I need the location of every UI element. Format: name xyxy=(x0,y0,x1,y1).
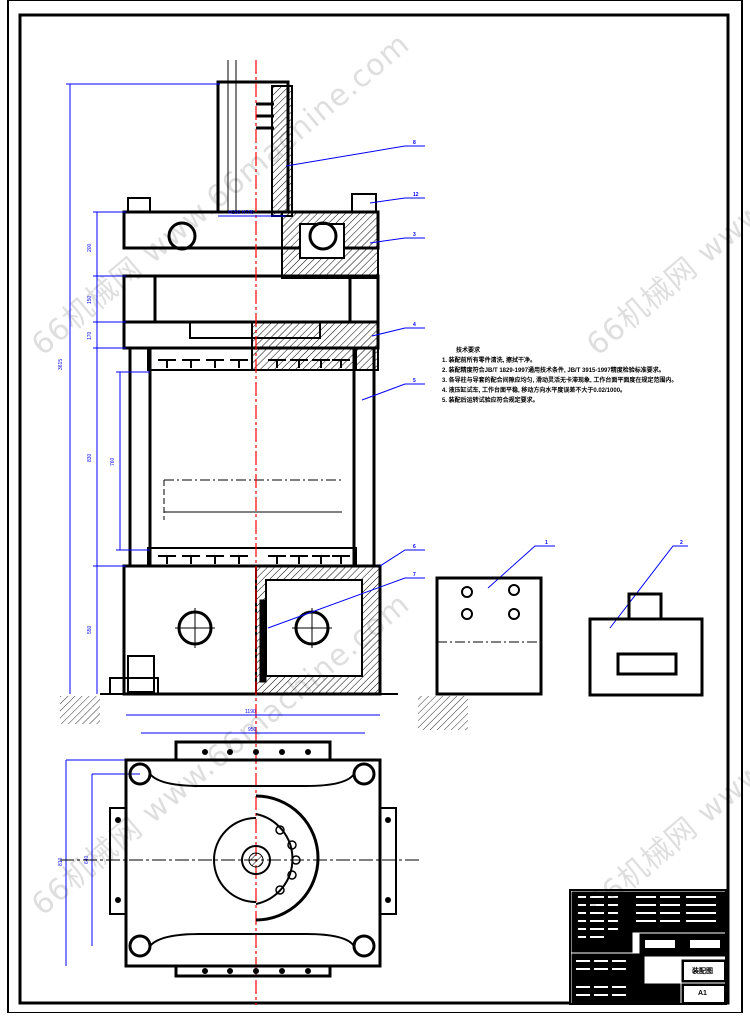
svg-text:12: 12 xyxy=(413,192,419,198)
svg-text:7: 7 xyxy=(413,572,416,578)
svg-text:3615: 3615 xyxy=(58,359,64,370)
drawing-name: 装配图 xyxy=(692,968,713,975)
svg-text:150: 150 xyxy=(87,295,93,304)
svg-text:950: 950 xyxy=(248,727,257,733)
svg-text:8: 8 xyxy=(413,140,416,146)
svg-text:200: 200 xyxy=(87,243,93,252)
front-view xyxy=(100,60,398,696)
side-views xyxy=(435,576,704,697)
top-view xyxy=(60,740,420,978)
svg-text:760: 760 xyxy=(110,457,116,466)
svg-text:1190: 1190 xyxy=(245,709,256,715)
ground-hatch-right xyxy=(418,696,468,730)
svg-text:6: 6 xyxy=(413,544,416,550)
title-block xyxy=(569,889,727,1005)
svg-text:3: 3 xyxy=(413,232,416,238)
note-item: 3. 各导柱与导套的配合间隙应均匀, 滑动灵活无卡滞现象, 工作台面平面度在规定… xyxy=(442,378,678,384)
note-item: 5. 装配后运转试验应符合规定要求。 xyxy=(442,398,539,404)
balloon-labels: 8 12 3 4 5 6 7 1 2 xyxy=(413,140,683,578)
svg-text:810: 810 xyxy=(58,857,64,866)
technical-requirements: 技术要求 1. 装配前所有零件清洗, 擦拭干净。 2. 装配精度符合JB/T 1… xyxy=(442,346,692,406)
notes-heading: 技术要求 xyxy=(456,348,481,354)
note-item: 2. 装配精度符合JB/T 1829-1997通用技术条件, JB/T 3915… xyxy=(442,368,665,374)
svg-text:5: 5 xyxy=(413,378,416,384)
dimension-labels: 3615 200 150 170 830 760 550 1190 950 81… xyxy=(58,210,257,866)
note-item: 4. 液压缸试车, 工作台面平稳, 移动方向水平度误差不大于0.02/1000。 xyxy=(442,388,627,394)
dimension-lines xyxy=(65,83,688,966)
svg-text:170: 170 xyxy=(87,331,93,340)
ground-hatch-left xyxy=(60,696,100,724)
svg-text:1: 1 xyxy=(545,540,548,546)
svg-text:830: 830 xyxy=(87,453,93,462)
sheet-size: A1 xyxy=(698,990,707,997)
svg-text:4: 4 xyxy=(413,322,416,328)
inner-frame xyxy=(18,13,730,1005)
note-item: 1. 装配前所有零件清洗, 擦拭干净。 xyxy=(442,358,537,364)
svg-text:2: 2 xyxy=(680,540,683,546)
svg-text:Φ250 H7/f6: Φ250 H7/f6 xyxy=(228,210,254,216)
svg-text:550: 550 xyxy=(87,625,93,634)
